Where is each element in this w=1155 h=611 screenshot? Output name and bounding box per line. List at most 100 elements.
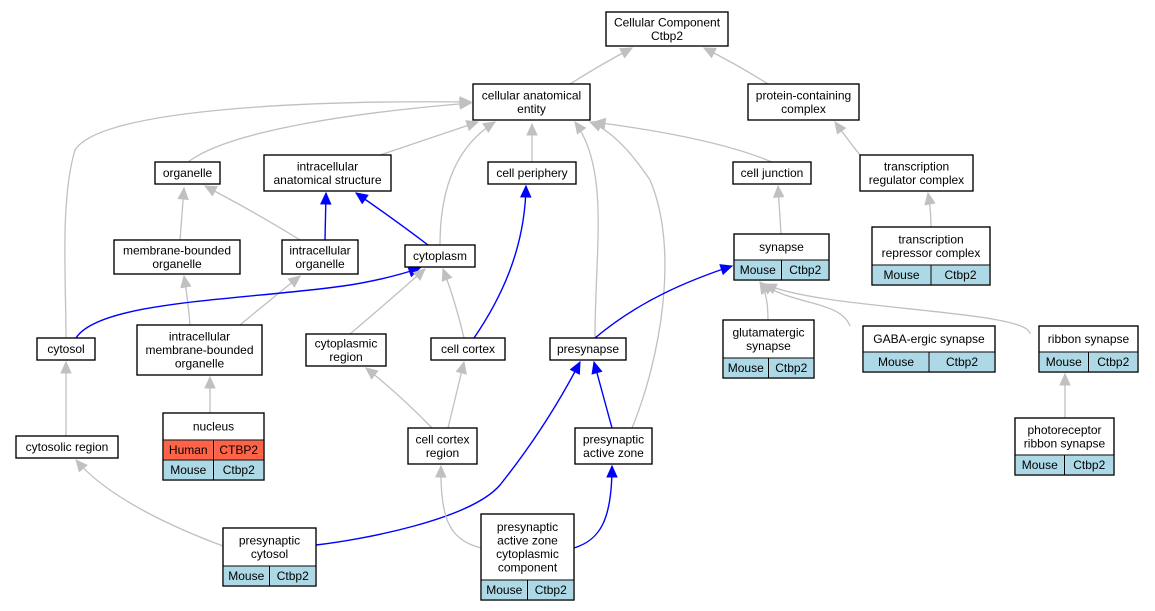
- edge-cell_periphery-to-cellular_anatomical_entity: [526, 122, 538, 162]
- node-label-line: organelle: [175, 357, 225, 371]
- node-presynapse[interactable]: presynapse: [549, 337, 627, 361]
- node-label-line: cell cortex: [441, 342, 495, 356]
- edges-layer: [60, 47, 1071, 549]
- gene-label: Ctbp2: [946, 355, 978, 369]
- node-cytosolic_region[interactable]: cytosolic region: [15, 435, 119, 459]
- edge-arrowhead: [588, 120, 603, 132]
- mouse-cell: [931, 265, 990, 285]
- gene-label: Ctbp2: [775, 361, 807, 375]
- edge-presynaptic_active_zone-to-cellular_anatomical_entity: [588, 120, 666, 429]
- edge-arrowhead: [75, 459, 88, 473]
- node-label-line: cytosolic region: [26, 440, 109, 454]
- edge-cytoplasm-to-cellular_anatomical_entity: [439, 121, 497, 246]
- mouse-cell: [163, 460, 213, 480]
- node-outline: [605, 11, 729, 47]
- edge-arrowhead: [834, 121, 847, 135]
- edge-line: [379, 121, 479, 156]
- node-label-line: organelle: [295, 257, 345, 271]
- edge-line: [594, 265, 733, 339]
- node-cell_cortex[interactable]: cell cortex: [430, 337, 506, 361]
- gene-label: Ctbp2: [789, 263, 821, 277]
- edge-presynaptic_active_zone_cytoplasmic_component-to-cell_cortex_region: [435, 464, 482, 549]
- edge-arrowhead: [719, 264, 734, 276]
- edge-line: [355, 192, 429, 246]
- node-cell_periphery[interactable]: cell periphery: [487, 161, 577, 185]
- edge-line: [315, 361, 581, 546]
- edge-arrowhead: [320, 191, 332, 205]
- edge-line: [439, 121, 496, 246]
- node-label-line: nucleus: [193, 420, 234, 434]
- edge-arrowhead: [441, 267, 453, 282]
- species-label: Mouse: [228, 569, 264, 583]
- edge-intracellular_organelle-to-organelle: [203, 185, 301, 241]
- edge-presynaptic_active_zone_cytoplasmic_component-to-presynaptic_active_zone: [573, 464, 618, 549]
- node-outline: [305, 333, 387, 367]
- node-label-line: cytoplasmic: [496, 547, 559, 561]
- node-label-line: repressor complex: [882, 246, 981, 260]
- node-outline: [113, 239, 241, 275]
- edge-intracellular_organelle-to-intracellular_anatomical_structure: [320, 191, 332, 241]
- node-outline: [1014, 417, 1115, 476]
- node-outline: [407, 427, 478, 465]
- edge-arrowhead: [177, 186, 189, 200]
- mouse-cell: [1089, 352, 1138, 372]
- edge-arrowhead: [619, 47, 634, 59]
- edge-arrowhead: [204, 375, 216, 389]
- node-label-line: membrane-bounded: [123, 243, 231, 257]
- gene-label: Ctbp2: [223, 463, 255, 477]
- node-outline: [1038, 325, 1139, 373]
- node-label-line: cell junction: [741, 166, 804, 180]
- species-label: Mouse: [1046, 355, 1082, 369]
- node-label-line: cellular anatomical: [482, 88, 581, 102]
- edge-synapse-to-cell_junction: [772, 184, 785, 235]
- node-organelle[interactable]: organelle: [154, 161, 221, 185]
- species-label: Mouse: [883, 268, 919, 282]
- node-outline: [36, 337, 96, 361]
- node-cell_junction[interactable]: cell junction: [732, 161, 812, 185]
- node-box: [859, 154, 974, 192]
- node-label-line: presynapse: [557, 342, 619, 356]
- node-label-line: presynaptic: [583, 432, 644, 446]
- mouse-cell: [1015, 455, 1064, 475]
- node-label-line: region: [329, 350, 362, 364]
- node-label-line: entity: [517, 102, 546, 116]
- node-cytoplasm[interactable]: cytoplasm: [404, 244, 476, 268]
- node-label-line: ribbon synapse: [1048, 332, 1130, 346]
- node-label-line: protein-containing: [756, 88, 851, 102]
- edge-line: [365, 367, 433, 429]
- node-cytosol[interactable]: cytosol: [36, 337, 96, 361]
- node-outline: [154, 161, 221, 185]
- node-outline: [162, 412, 265, 481]
- edge-arrowhead: [520, 184, 532, 198]
- node-label-line: region: [426, 446, 459, 460]
- node-outline: [263, 154, 392, 192]
- edge-arrowhead: [412, 268, 426, 281]
- mouse-cell: [782, 260, 829, 280]
- node-label-line: cytoplasm: [413, 249, 467, 263]
- node-label-line: cytosol: [251, 547, 288, 561]
- node-label-line: complex: [781, 102, 826, 116]
- species-label: Human: [169, 443, 208, 457]
- node-outline: [574, 427, 653, 465]
- mouse-cell: [734, 260, 781, 280]
